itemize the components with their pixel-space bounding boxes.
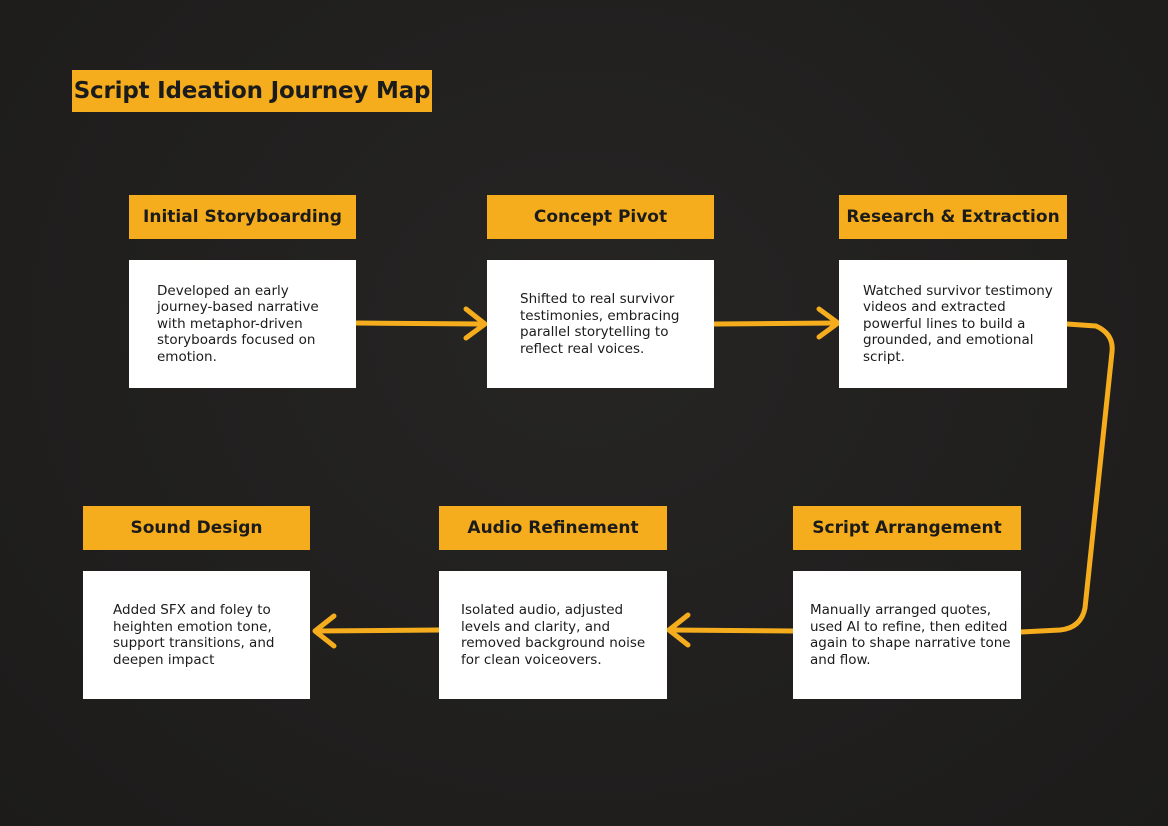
arrow-4-to-5 [667, 627, 796, 634]
step-label-sound-design: Sound Design [83, 506, 310, 550]
step-label-audio-refinement: Audio Refinement [439, 506, 667, 550]
step-label-research-extraction: Research & Extraction [839, 195, 1067, 239]
step-description: Manually arranged quotes, used AI to ref… [810, 602, 1011, 668]
step-description: Added SFX and foley to heighten emotion … [113, 602, 275, 668]
step-card-audio-refinement: Isolated audio, adjusted levels and clar… [439, 571, 667, 699]
arrow-3-to-4 [1018, 321, 1115, 635]
arrow-1-to-2 [354, 320, 487, 327]
step-label-initial-storyboarding: Initial Storyboarding [129, 195, 356, 239]
step-label-script-arrangement: Script Arrangement [793, 506, 1021, 550]
step-description: Watched survivor testimony videos and ex… [863, 282, 1053, 365]
page-title: Script Ideation Journey Map [72, 70, 432, 112]
step-label-concept-pivot: Concept Pivot [487, 195, 714, 239]
step-card-concept-pivot: Shifted to real survivor testimonies, em… [487, 260, 714, 388]
arrow-2-to-3 [711, 320, 840, 327]
step-card-sound-design: Added SFX and foley to heighten emotion … [83, 571, 310, 699]
arrowhead-2-to-3 [816, 306, 841, 340]
arrow-5-to-6 [313, 627, 442, 634]
step-description: Isolated audio, adjusted levels and clar… [461, 602, 646, 668]
step-description: Developed an early journey-based narrati… [157, 282, 319, 365]
arrowhead-4-to-5 [666, 612, 691, 648]
step-card-research-extraction: Watched survivor testimony videos and ex… [839, 260, 1067, 388]
step-card-initial-storyboarding: Developed an early journey-based narrati… [129, 260, 356, 388]
arrowhead-1-to-2 [463, 306, 488, 341]
step-card-script-arrangement: Manually arranged quotes, used AI to ref… [793, 571, 1021, 699]
arrowhead-5-to-6 [312, 613, 337, 649]
step-description: Shifted to real survivor testimonies, em… [520, 291, 680, 357]
